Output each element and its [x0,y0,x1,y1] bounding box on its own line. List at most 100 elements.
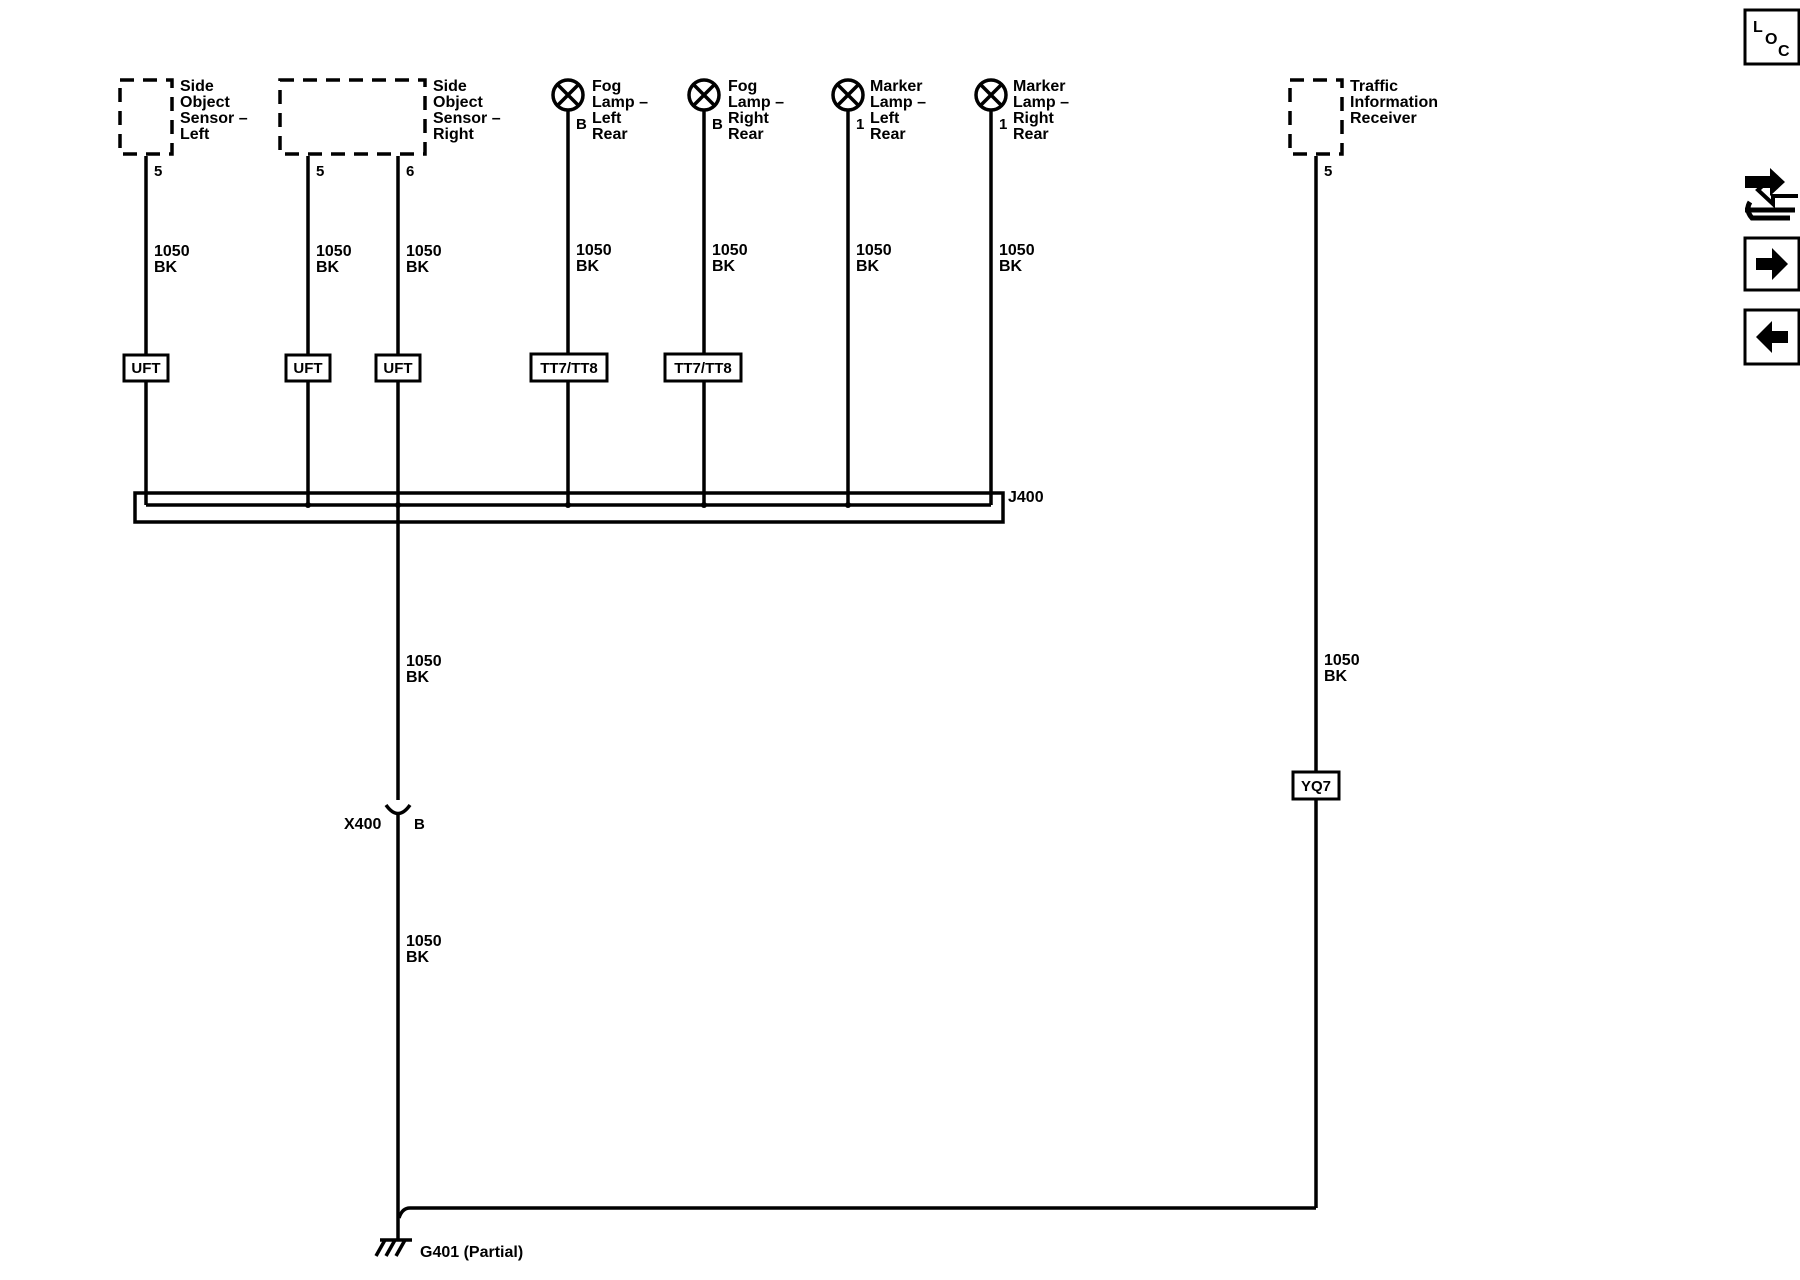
ground-bus [397,1206,1316,1219]
connector-label: X400 [344,816,381,833]
ground-label: G401 (Partial) [420,1244,523,1261]
option-box-tt7 [663,352,743,383]
wire-label-color: BK [406,949,430,966]
marker-right-label-1: Marker [1013,78,1065,95]
sensor-right-pin-b: 6 [406,163,414,180]
marker-left-label-2: Lamp – [870,94,926,111]
fog-lamp-left-rear: Fog Lamp – Left Rear B [551,78,648,143]
wire-label-circuit: 1050 [154,243,190,260]
next-arrow-button[interactable] [1743,236,1800,292]
sensor-right-label-4: Right [433,126,475,143]
fog-right-label-2: Lamp – [728,94,784,111]
wire-label-circuit: 1050 [316,243,352,260]
fog-left-label-4: Rear [592,126,628,143]
prev-arrow-button[interactable] [1743,308,1800,366]
option-box-uft [374,353,422,383]
marker-right-label-3: Right [1013,110,1055,127]
connector-x400-symbol [384,803,412,816]
sensor-left-label-4: Left [180,126,210,143]
wire-label-circuit: 1050 [1324,652,1360,669]
loc-o: O [1765,31,1777,48]
option-label-tt7: TT7/TT8 [674,360,732,377]
arrow-right-icon [1756,248,1788,280]
marker-lamp-right-rear: Marker Lamp – Right Rear 1 [974,78,1069,143]
option-label-uft: UFT [383,360,412,377]
sensor-left-label-1: Side [180,78,214,95]
wire-label-circuit: 1050 [406,653,442,670]
side-object-sensor-right: Side Object Sensor – Right 5 6 [278,78,501,180]
wire-label-color: BK [316,259,340,276]
fog-left-pin: B [576,116,587,133]
loc-button[interactable]: L O C [1743,8,1800,66]
splice-outer [133,491,1005,524]
fog-right-pin: B [712,116,723,133]
receiver-box [1288,78,1344,156]
marker-left-label-1: Marker [870,78,922,95]
option-label-uft: UFT [293,360,322,377]
sensor-left-pin: 5 [154,163,162,180]
fog-lamp-right-rear: Fog Lamp – Right Rear B [687,78,784,143]
splice-pack-j400: J400 [133,489,1044,524]
option-box-uft [122,353,170,383]
wire-label-color: BK [406,259,430,276]
wire-label-circuit: 1050 [712,242,748,259]
sensor-right-pin-a: 5 [316,163,324,180]
sensor-right-label-3: Sensor – [433,110,501,127]
sensor-right-label-1: Side [433,78,467,95]
wire-label-color: BK [406,669,430,686]
wire-label-circuit: 1050 [576,242,612,259]
wire-label-circuit: 1050 [999,242,1035,259]
wire-label-color: BK [999,258,1023,275]
option-box-yq7 [1291,770,1341,801]
option-label-tt7: TT7/TT8 [540,360,598,377]
option-box-uft [284,353,332,383]
fog-left-label-1: Fog [592,78,621,95]
wires-upper [144,110,993,505]
loc-c: C [1778,43,1790,60]
marker-right-label-2: Lamp – [1013,94,1069,111]
option-box-tt7 [529,352,609,383]
marker-left-label-4: Rear [870,126,906,143]
sensor-left-box [118,78,174,156]
wire-label-color: BK [856,258,880,275]
sensor-left-label-2: Object [180,94,230,111]
wire-labels-upper: 1050 BK 1050 BK 1050 BK 1050 BK 1050 BK … [154,242,1035,276]
ground-wire-right: 1050 BK YQ7 [1291,156,1360,1208]
ground-g401: G401 (Partial) [374,1208,523,1261]
option-label-uft: UFT [131,360,160,377]
fog-left-label-2: Lamp – [592,94,648,111]
receiver-label-2: Information [1350,94,1438,111]
sensor-left-label-3: Sensor – [180,110,248,127]
fog-right-label-1: Fog [728,78,757,95]
splice-label: J400 [1008,489,1044,506]
marker-left-label-3: Left [870,110,900,127]
sensor-right-box [278,78,427,156]
wire-label-circuit: 1050 [406,243,442,260]
wire-label-circuit: 1050 [856,242,892,259]
fog-right-label-3: Right [728,110,770,127]
fog-right-label-4: Rear [728,126,764,143]
wire-label-circuit: 1050 [406,933,442,950]
ground-wire-left: 1050 BK X400 B 1050 BK [344,505,442,1208]
option-boxes: UFT UFT UFT TT7/TT8 TT7/TT8 [122,352,743,383]
receiver-label-3: Receiver [1350,110,1417,127]
receiver-label-1: Traffic [1350,78,1398,95]
loc-l: L [1753,19,1763,36]
connector-view-icon[interactable] [1745,168,1798,221]
sensor-right-label-2: Object [433,94,483,111]
arrow-left-icon [1756,321,1788,353]
marker-right-pin: 1 [999,116,1007,133]
option-label-yq7: YQ7 [1301,778,1331,795]
wire-label-color: BK [576,258,600,275]
marker-left-pin: 1 [856,116,864,133]
fog-left-label-3: Left [592,110,622,127]
traffic-information-receiver: Traffic Information Receiver 5 [1288,78,1438,180]
wire-label-color: BK [712,258,736,275]
receiver-pin: 5 [1324,163,1332,180]
marker-right-label-4: Rear [1013,126,1049,143]
wire-label-color: BK [154,259,178,276]
wire-label-color: BK [1324,668,1348,685]
side-object-sensor-left: Side Object Sensor – Left 5 [118,78,248,180]
connector-pin: B [414,816,425,833]
